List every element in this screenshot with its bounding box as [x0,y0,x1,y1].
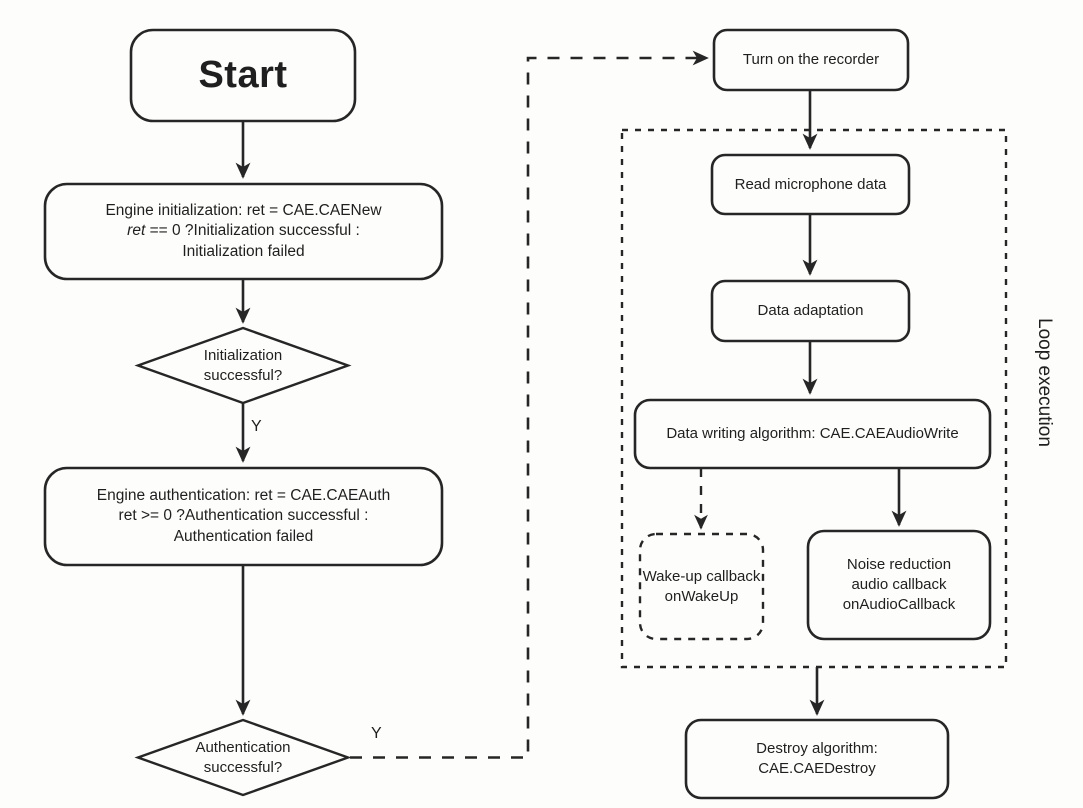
edge-label-auth-yes: Y [371,725,382,742]
node-read-mic-shape[interactable] [710,153,911,216]
node-wakeup-callback-shape[interactable] [638,532,765,641]
node-init-decision-shape[interactable] [134,326,352,405]
loop-execution-label: Loop execution [1034,318,1055,447]
edge-label-init-yes: Y [251,418,262,435]
loop-execution-container [620,128,1008,669]
node-auth-decision-shape[interactable] [134,718,352,797]
node-data-write-shape[interactable] [633,398,992,470]
node-audio-callback-shape[interactable] [806,529,992,641]
node-engine-auth-shape[interactable] [43,466,444,567]
node-start-shape[interactable] [129,28,357,123]
node-engine-init-shape[interactable] [43,182,444,281]
edge-auth-yes-to-recorder [350,50,709,759]
node-turn-on-recorder-shape[interactable] [712,28,910,92]
node-destroy-shape[interactable] [684,718,950,800]
node-data-adaptation-shape[interactable] [710,279,911,343]
